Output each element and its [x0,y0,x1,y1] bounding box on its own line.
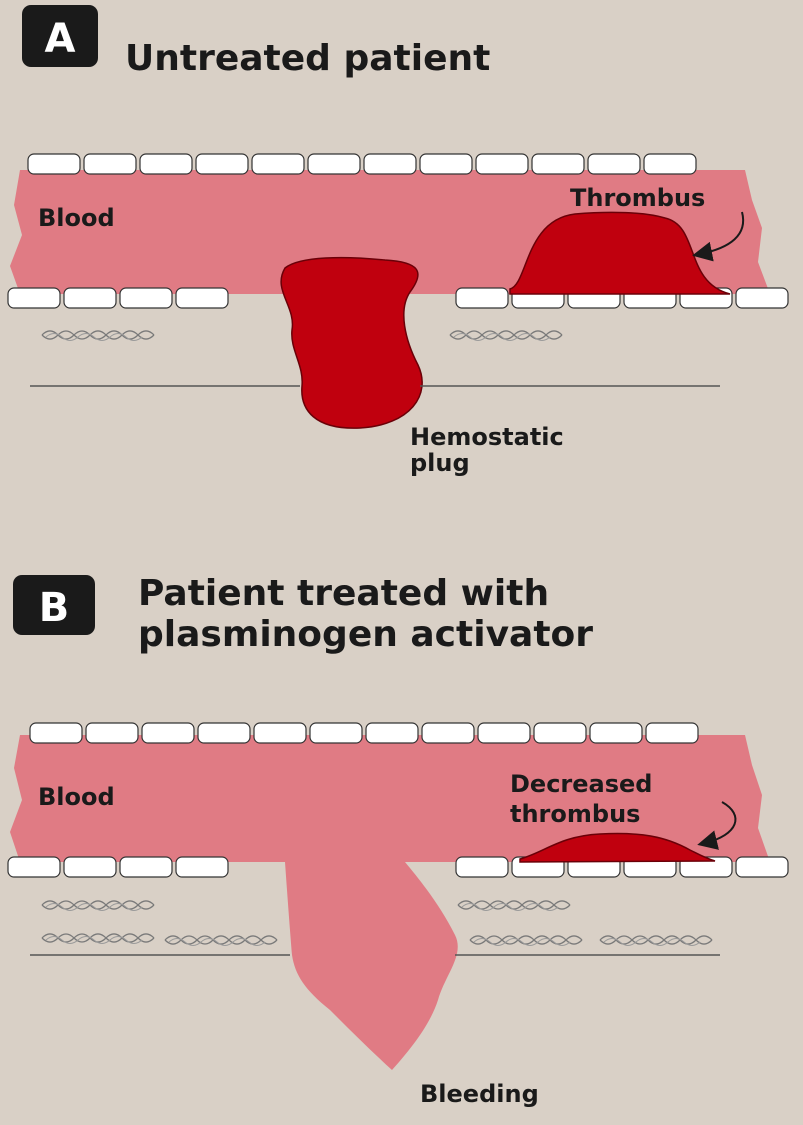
endothelial-cell [251,153,305,175]
endothelial-cell [365,722,419,744]
panel-b-title-line1: Patient treated with [138,573,549,614]
endothelium-top [29,722,699,744]
tissue-fiber [41,900,155,912]
panel-a-badge-letter: A [45,16,76,62]
tissue-fiber [41,933,155,945]
blood-vessel-lumen-with-bleeding [10,735,770,1070]
endothelial-cell [309,722,363,744]
endothelial-cell [455,856,509,878]
endothelium-top [27,153,697,175]
endothelial-cell [421,722,475,744]
tissue-fiber [469,935,583,947]
endothelial-cell [533,722,587,744]
endothelial-cell [363,153,417,175]
thrombus [509,211,731,295]
blood-label: Blood [38,204,115,232]
thrombus-arrow [692,211,745,262]
endothelial-cell [531,153,585,175]
endothelial-cell [419,153,473,175]
panel-b-badge-letter: B [39,585,70,631]
endothelial-cell [735,856,789,878]
endothelial-cell [475,153,529,175]
endothelial-cell [589,722,643,744]
endothelial-cell [119,287,173,309]
endothelial-cell [85,722,139,744]
tissue-fiber [449,330,563,342]
decreased-thrombus [519,832,716,863]
tissue-fiber [599,935,713,947]
endothelial-cell [477,722,531,744]
endothelial-cell [307,153,361,175]
panel-a-badge: A [22,5,98,67]
endothelial-cell [63,287,117,309]
endothelial-cell [29,722,83,744]
decreased-thrombus-arrow [697,801,737,850]
endothelial-cell [455,287,509,309]
decreased-thrombus-label-line2: thrombus [510,800,640,828]
endothelial-cell [139,153,193,175]
decreased-thrombus-label: Decreased [510,770,652,798]
bleeding-label: Bleeding [420,1080,539,1108]
endothelial-cell [195,153,249,175]
endothelial-cell [63,856,117,878]
hemostatic-plug-label-line2: plug [410,449,470,477]
endothelial-cell [141,722,195,744]
endothelial-cell [645,722,699,744]
blood-label: Blood [38,783,115,811]
panel-b-title-line2: plasminogen activator [138,614,593,655]
thrombus-label: Thrombus [570,184,705,212]
endothelial-cell [197,722,251,744]
endothelial-cell [253,722,307,744]
endothelial-cell [83,153,137,175]
endothelial-cell [175,856,229,878]
tissue-fiber [457,900,571,912]
tissue-fiber [41,330,155,342]
panel-a-title: Untreated patient [125,38,490,79]
endothelial-cell [7,856,61,878]
endothelial-cell [119,856,173,878]
endothelial-cell [175,287,229,309]
tissue-fiber [164,935,278,947]
panel-a: A Untreated patient Blood Thrombus Hemos… [7,5,789,477]
endothelial-cell [587,153,641,175]
hemostatic-plug [280,256,423,429]
endothelial-cell [7,287,61,309]
panel-b: B Patient treated with plasminogen activ… [7,573,789,1108]
panel-b-badge: B [13,575,95,635]
endothelial-cell [643,153,697,175]
endothelial-cell [735,287,789,309]
endothelial-cell [27,153,81,175]
hemostatic-plug-label: Hemostatic [410,423,564,451]
